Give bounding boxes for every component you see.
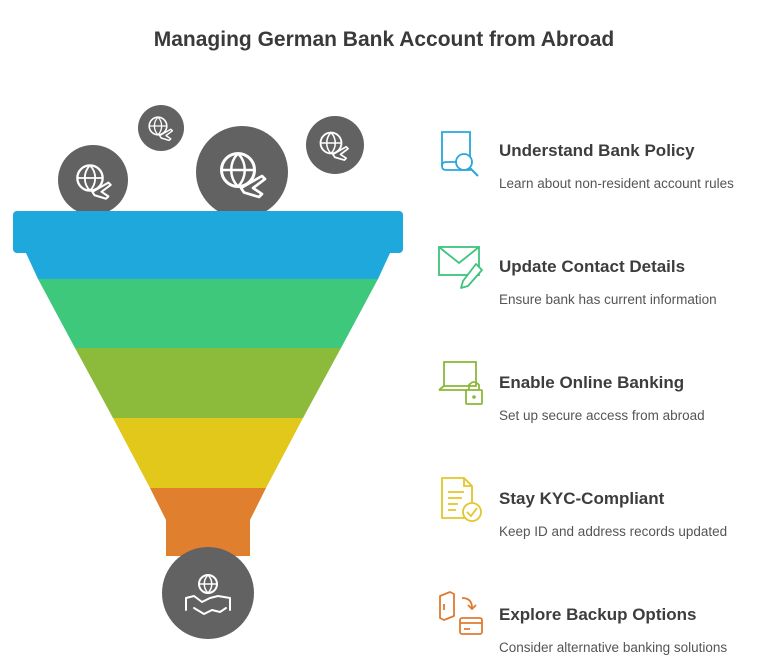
funnel-band-1-taper bbox=[26, 253, 390, 279]
funnel-band-3 bbox=[75, 348, 341, 418]
card-transfer-icon bbox=[439, 591, 483, 635]
step-explore-backup-options: Explore Backup Options Consider alternat… bbox=[436, 590, 756, 670]
input-circle-3 bbox=[196, 126, 288, 218]
funnel-band-5 bbox=[150, 488, 266, 556]
funnel-band-1 bbox=[13, 211, 403, 253]
step-title: Explore Backup Options bbox=[499, 605, 697, 624]
step-description: Learn about non-resident account rules bbox=[499, 176, 734, 191]
step-understand-bank-policy: Understand Bank Policy Learn about non-r… bbox=[436, 126, 756, 206]
book-search-icon bbox=[441, 131, 479, 177]
step-title: Understand Bank Policy bbox=[499, 141, 695, 160]
document-check-icon bbox=[441, 477, 482, 522]
step-stay-kyc-compliant: Stay KYC-Compliant Keep ID and address r… bbox=[436, 474, 756, 554]
output-circle bbox=[162, 547, 254, 639]
laptop-lock-icon bbox=[438, 361, 483, 405]
step-title: Stay KYC-Compliant bbox=[499, 489, 665, 508]
step-title: Update Contact Details bbox=[499, 257, 686, 276]
input-circle-4 bbox=[306, 116, 364, 174]
envelope-pencil-icon bbox=[438, 246, 483, 289]
input-circle-2 bbox=[138, 105, 184, 151]
funnel-band-4 bbox=[113, 418, 303, 488]
step-description: Consider alternative banking solutions bbox=[499, 640, 728, 655]
step-update-contact-details: Update Contact Details Ensure bank has c… bbox=[436, 242, 756, 322]
page-title: Managing German Bank Account from Abroad bbox=[153, 28, 615, 51]
step-description: Set up secure access from abroad bbox=[499, 408, 705, 423]
step-title: Enable Online Banking bbox=[499, 373, 685, 392]
step-description: Keep ID and address records updated bbox=[499, 524, 728, 539]
step-description: Ensure bank has current information bbox=[499, 292, 717, 307]
step-enable-online-banking: Enable Online Banking Set up secure acce… bbox=[436, 358, 756, 438]
input-circle-1 bbox=[58, 145, 128, 215]
funnel-band-2 bbox=[38, 279, 378, 348]
